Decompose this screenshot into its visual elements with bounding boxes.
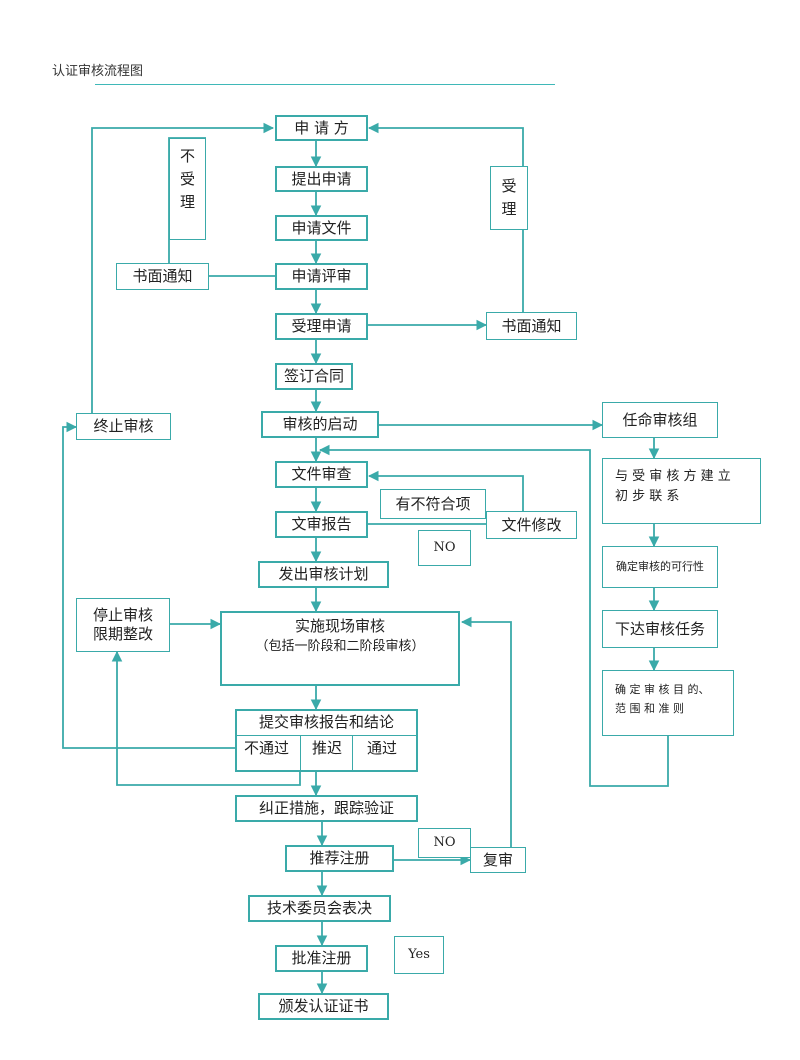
contact-line2: 初 步 联 系: [615, 489, 680, 505]
submit-application-box[interactable]: 提出申请: [275, 166, 368, 192]
written-notice-right-box[interactable]: 书面通知: [486, 312, 577, 340]
submit-report-box: 提交审核报告和结论: [235, 709, 418, 772]
recommend-registration-box[interactable]: 推荐注册: [285, 845, 394, 872]
yes-label: Yes: [394, 936, 444, 974]
accept-application-box[interactable]: 受理申请: [275, 313, 368, 340]
not-accepted-char-2: 受: [179, 169, 195, 188]
committee-vote-box[interactable]: 技术委员会表决: [248, 895, 391, 922]
sign-contract-box[interactable]: 签订合同: [275, 363, 353, 390]
title-underline: [95, 84, 555, 85]
page-title: 认证审核流程图: [52, 64, 144, 79]
application-documents-box[interactable]: 申请文件: [275, 215, 368, 241]
accepted-box: 受 理: [490, 166, 528, 230]
corrective-actions-box[interactable]: 纠正措施，跟踪验证: [235, 795, 418, 822]
not-accepted-char-3: 理: [179, 192, 195, 211]
no-label-2: NO: [418, 828, 471, 858]
onsite-audit-title: 实施现场审核: [294, 617, 385, 635]
objectives-line2: 范 围 和 准 则: [615, 701, 684, 715]
report-divider-1: [300, 735, 301, 772]
applicant-box[interactable]: 申 请 方: [275, 115, 368, 141]
report-divider: [235, 735, 418, 736]
accepted-char-2: 理: [501, 200, 517, 218]
onsite-audit-box[interactable]: 实施现场审核 （包括一阶段和二阶段审核）: [220, 611, 460, 686]
document-revision-box[interactable]: 文件修改: [486, 511, 577, 539]
issue-audit-plan-box[interactable]: 发出审核计划: [258, 561, 389, 588]
submit-report-title: 提交审核报告和结论: [258, 713, 394, 731]
result-pass[interactable]: 通过: [367, 739, 398, 757]
stop-audit-box[interactable]: 停止审核 限期整改: [76, 598, 170, 652]
contact-line1: 与 受 审 核 方 建 立: [615, 469, 731, 484]
stop-audit-line2: 限期整改: [92, 625, 153, 643]
issue-certificate-box[interactable]: 颁发认证证书: [258, 993, 389, 1020]
stop-audit-line1: 停止审核: [92, 606, 153, 625]
terminate-audit-box[interactable]: 终止审核: [76, 413, 171, 440]
nonconformity-box: 有不符合项: [380, 489, 486, 519]
no-label-1: NO: [418, 530, 471, 566]
not-accepted-box: 不 受 理: [169, 138, 206, 240]
audit-start-box[interactable]: 审核的启动: [261, 411, 379, 438]
document-review-box[interactable]: 文件审查: [275, 461, 368, 488]
onsite-audit-subtitle: （包括一阶段和二阶段审核）: [255, 638, 425, 654]
written-notice-left-box[interactable]: 书面通知: [116, 263, 209, 290]
accepted-char-1: 受: [501, 177, 517, 196]
result-fail[interactable]: 不通过: [244, 739, 290, 757]
appoint-team-box[interactable]: 任命审核组: [602, 402, 718, 438]
establish-contact-box[interactable]: 与 受 审 核 方 建 立 初 步 联 系: [602, 458, 761, 524]
approve-registration-box[interactable]: 批准注册: [275, 945, 368, 972]
application-review-box[interactable]: 申请评审: [275, 263, 368, 290]
assign-tasks-box[interactable]: 下达审核任务: [602, 610, 718, 648]
document-review-report-box[interactable]: 文审报告: [275, 511, 368, 538]
objectives-line1: 确 定 审 核 目 的、: [615, 683, 710, 696]
feasibility-box[interactable]: 确定审核的可行性: [602, 546, 718, 588]
review-again-box[interactable]: 复审: [470, 847, 526, 873]
result-delay[interactable]: 推迟: [312, 739, 343, 757]
report-divider-2: [352, 735, 353, 772]
not-accepted-char-1: 不: [179, 147, 195, 165]
audit-objectives-box[interactable]: 确 定 审 核 目 的、 范 围 和 准 则: [602, 670, 734, 736]
